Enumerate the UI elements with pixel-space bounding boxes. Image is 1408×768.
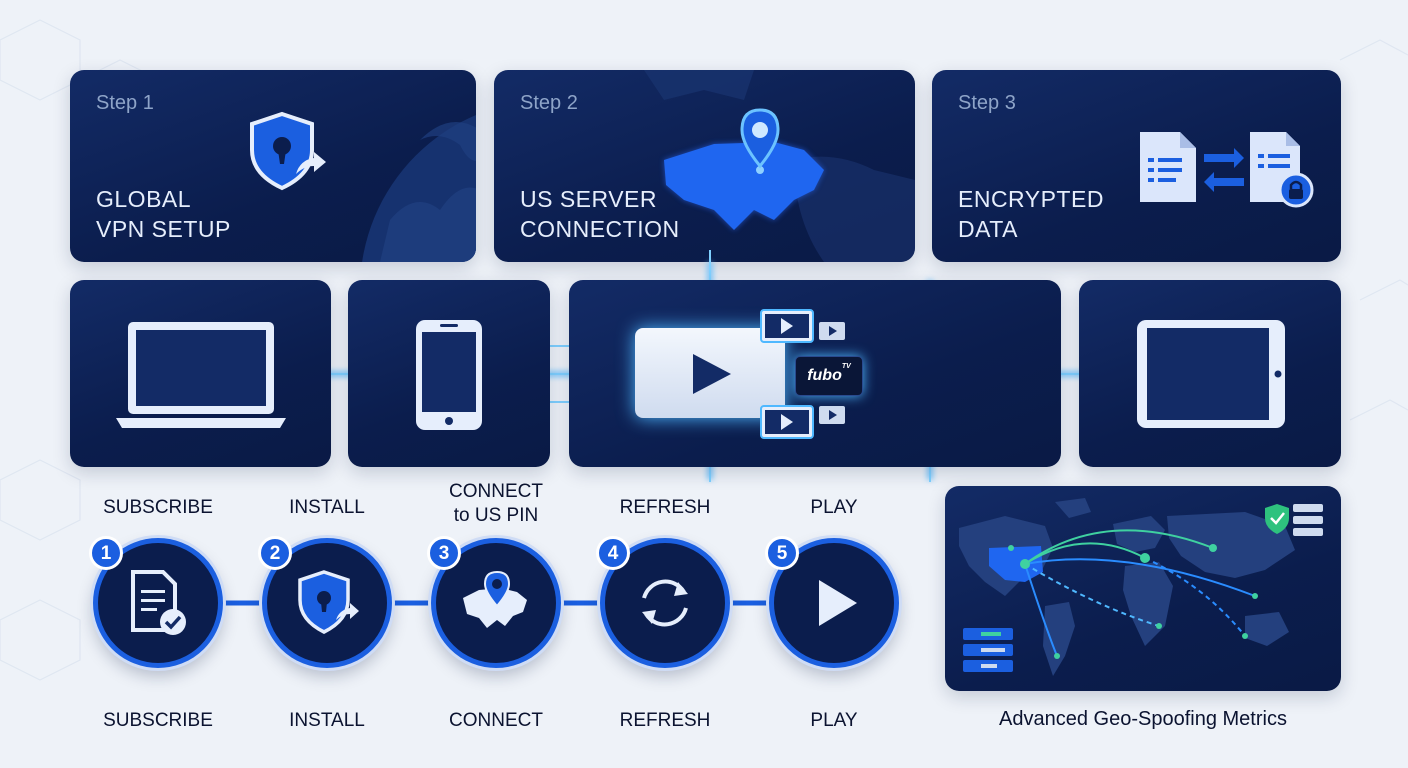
step-number-badge: 2 — [258, 536, 292, 570]
process-label-bottom: SUBSCRIBE — [103, 710, 213, 731]
tablet-card — [1079, 280, 1341, 467]
step-number-badge: 5 — [765, 536, 799, 570]
us-map-graphic — [664, 142, 824, 230]
step-title: GLOBAL VPN SETUP — [96, 184, 326, 244]
fubo-logo: fuboTV — [795, 356, 863, 396]
brand-suffix: TV — [841, 363, 851, 370]
step-card-2: Step 2 US SERVER CONNECTION — [494, 70, 915, 262]
brand-name: fubo — [807, 367, 842, 384]
metrics-caption: Advanced Geo-Spoofing Metrics — [999, 708, 1287, 730]
process-label-bottom: CONNECT — [449, 710, 543, 731]
step-card-3: Step 3 ENCRYPTED DATA — [932, 70, 1341, 262]
video-thumbnail-icon — [760, 309, 845, 343]
streaming-hub-card: fuboTV — [569, 280, 1061, 467]
world-map-graphic — [644, 70, 915, 262]
process-label-top: PLAY — [810, 497, 858, 518]
process-label-bottom: REFRESH — [619, 710, 711, 731]
process-label-top: REFRESH — [619, 497, 711, 518]
step-label: Step 1 — [96, 92, 154, 114]
play-icon — [693, 354, 731, 394]
shield-lock-icon — [250, 111, 326, 191]
process-label-bottom: PLAY — [810, 710, 858, 731]
step-title-line: DATA — [958, 216, 1018, 242]
phone-card — [348, 280, 550, 467]
step-number-badge: 1 — [89, 536, 123, 570]
refresh-icon — [642, 579, 688, 627]
step-title-line: VPN SETUP — [96, 216, 231, 242]
shield-lock-icon — [298, 570, 359, 634]
encrypted-transfer-icon — [1140, 132, 1314, 208]
step-title-line: CONNECTION — [520, 216, 680, 242]
phone-icon — [416, 320, 482, 430]
step-card-1: Step 1 GLOBAL VPN SETUP — [70, 70, 476, 262]
step-title-line: US SERVER — [520, 186, 658, 212]
laptop-card — [70, 280, 331, 467]
step-title: ENCRYPTED DATA — [958, 184, 1188, 244]
video-player-panel[interactable] — [635, 328, 785, 418]
step-label: Step 3 — [958, 92, 1016, 114]
step-title: US SERVER CONNECTION — [520, 184, 750, 244]
tablet-icon — [1137, 320, 1285, 428]
play-icon — [819, 580, 857, 626]
globe-graphic — [352, 104, 476, 262]
step-title-line: GLOBAL — [96, 186, 192, 212]
step-circle-subscribe[interactable] — [93, 538, 223, 668]
step-circle-play[interactable] — [769, 538, 899, 668]
location-pin-icon — [740, 108, 780, 174]
step-number-badge: 3 — [427, 536, 461, 570]
step-label: Step 2 — [520, 92, 578, 114]
step-title-line: ENCRYPTED — [958, 186, 1104, 212]
process-label-bottom: INSTALL — [289, 710, 365, 731]
video-thumbnail-icon — [760, 405, 845, 439]
process-label-top: CONNECT to US PIN — [449, 481, 543, 526]
document-check-icon — [131, 570, 186, 635]
step-number-badge: 4 — [596, 536, 630, 570]
laptop-icon — [116, 322, 286, 428]
us-map-pin-icon — [463, 570, 527, 628]
geo-metrics-card — [945, 486, 1341, 691]
process-label-top: SUBSCRIBE — [103, 497, 213, 518]
world-map-graphic — [959, 498, 1323, 676]
process-label-top: INSTALL — [289, 497, 365, 518]
